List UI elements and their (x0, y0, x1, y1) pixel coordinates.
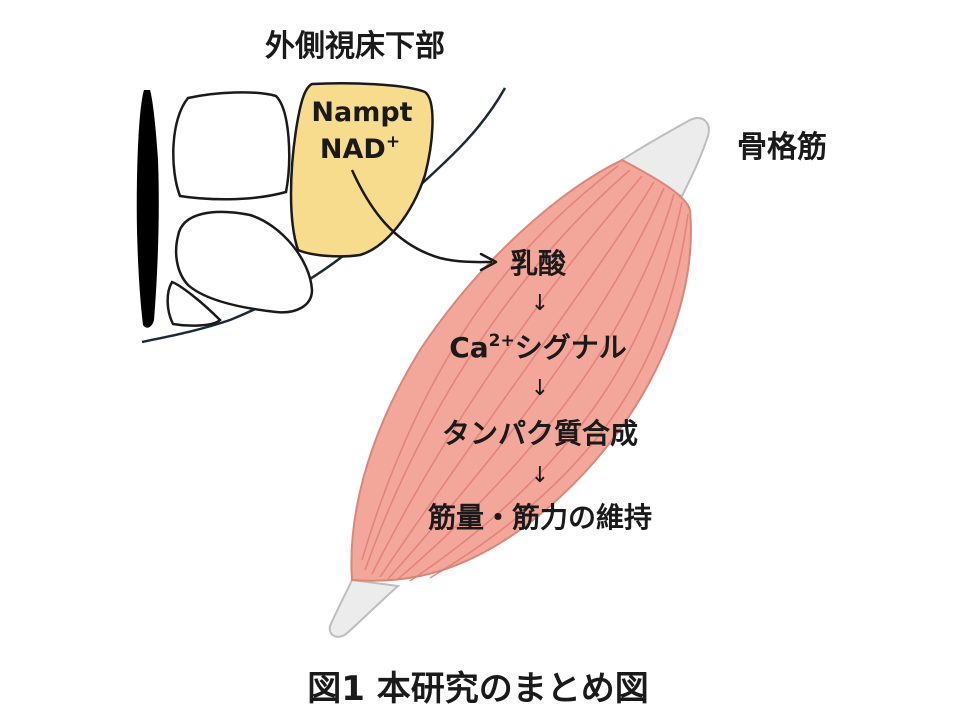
muscle-label: 骨格筋 (737, 130, 827, 165)
pathway-step-maintenance: 筋量・筋力の維持 (428, 501, 652, 534)
brain-boundary-curve (141, 87, 507, 344)
calcium-base-text: Ca (449, 331, 488, 364)
calcium-superscript: 2+ (489, 331, 515, 351)
muscle-tendon-bottom (328, 578, 401, 638)
connector-arrow-line (350, 169, 493, 264)
nad-superscript: + (386, 132, 400, 152)
pathway-arrow-3: ↓ (531, 463, 549, 488)
calcium-signal-text: シグナル (515, 331, 627, 364)
pathway-step-calcium: Ca2+シグナル (449, 331, 627, 364)
nucleus-outline-upper (172, 91, 291, 201)
hypothalamus-highlight (289, 82, 434, 258)
molecule-nad-label: NAD+ (320, 132, 400, 165)
pathway-arrow-1: ↓ (531, 291, 549, 316)
nucleus-outline-lower (166, 280, 222, 327)
ventricle-shape (136, 90, 159, 328)
muscle: 骨格筋 (328, 117, 827, 638)
pathway-arrow-2: ↓ (531, 376, 549, 401)
brain-section: 外側視床下部 Nampt NAD+ (136, 29, 507, 344)
pathway-step-lactate: 乳酸 (510, 247, 567, 280)
nucleus-outline-middle (174, 210, 314, 314)
muscle-fibers (361, 165, 689, 582)
connector-arrow-head (479, 252, 498, 272)
figure-caption: 図1 本研究のまとめ図 (307, 669, 649, 709)
nad-to-lactate-arrow (350, 169, 498, 272)
molecule-nampt-label: Nampt (311, 97, 412, 128)
muscle-belly (350, 158, 692, 582)
pathway-step-protein: タンパク質合成 (442, 417, 638, 450)
pathway: 乳酸 ↓ Ca2+シグナル ↓ タンパク質合成 ↓ 筋量・筋力の維持 (428, 247, 652, 534)
nad-base-text: NAD (320, 134, 386, 165)
region-label: 外側視床下部 (265, 29, 445, 64)
